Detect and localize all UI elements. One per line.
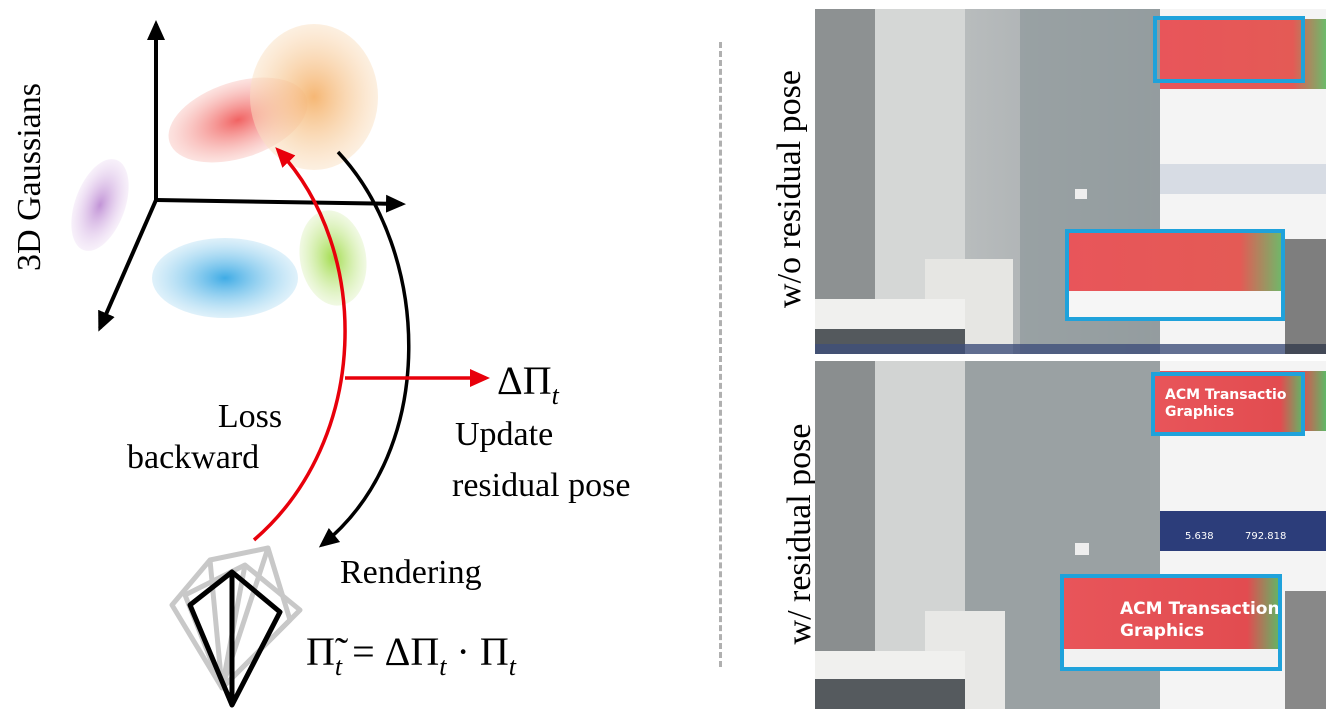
highlight-box-large-top <box>1065 229 1285 321</box>
rendering-arrow <box>318 150 411 548</box>
loss-label: Loss <box>180 397 320 436</box>
backward-label: backward <box>127 439 260 476</box>
render-without-residual <box>815 9 1326 354</box>
delta-pose-label: ΔΠt <box>497 358 559 410</box>
dashed-divider <box>719 42 722 667</box>
loss-label-line1: Loss <box>217 398 283 435</box>
pose-update-equation: Π̃t = ΔΠt · Πt <box>306 629 516 681</box>
gaussian-orange <box>250 24 378 170</box>
gaussian-blue <box>152 238 298 318</box>
render-scene-bottom: 5.638 792.818 ACM Transactio Graphics AC… <box>815 361 1326 709</box>
render-scene-top <box>815 9 1326 354</box>
camera-frustums <box>169 545 303 708</box>
highlight-box-small-top <box>1153 16 1305 83</box>
highlight-box-small-bottom <box>1151 372 1305 436</box>
highlight-box-large-bottom <box>1060 574 1282 671</box>
slide-title-small-line1: ACM Transactio <box>1165 387 1287 403</box>
rendering-label: Rendering <box>340 554 482 591</box>
stat-value-1: 5.638 <box>1185 531 1214 542</box>
panel-label-with-residual: w/ residual pose <box>781 423 818 645</box>
slide-title-small-line2: Graphics <box>1165 404 1234 420</box>
axis-label-3d-gaussians: 3D Gaussians <box>11 83 48 271</box>
gaussian-purple <box>71 159 129 251</box>
residual-pose-label: residual pose <box>452 467 631 504</box>
diagram-canvas <box>71 20 490 708</box>
update-label: Update <box>455 416 554 453</box>
slide-title-large-line2: Graphics <box>1120 621 1204 641</box>
gaussian-green <box>299 210 367 306</box>
slide-title-large-line1: ACM Transaction <box>1120 599 1280 619</box>
stat-value-2: 792.818 <box>1245 531 1286 542</box>
loss-backward-arrow <box>252 147 347 542</box>
render-with-residual: 5.638 792.818 ACM Transactio Graphics AC… <box>815 361 1326 709</box>
panel-label-without-residual: w/o residual pose <box>771 70 808 308</box>
coordinate-axes <box>98 20 406 332</box>
